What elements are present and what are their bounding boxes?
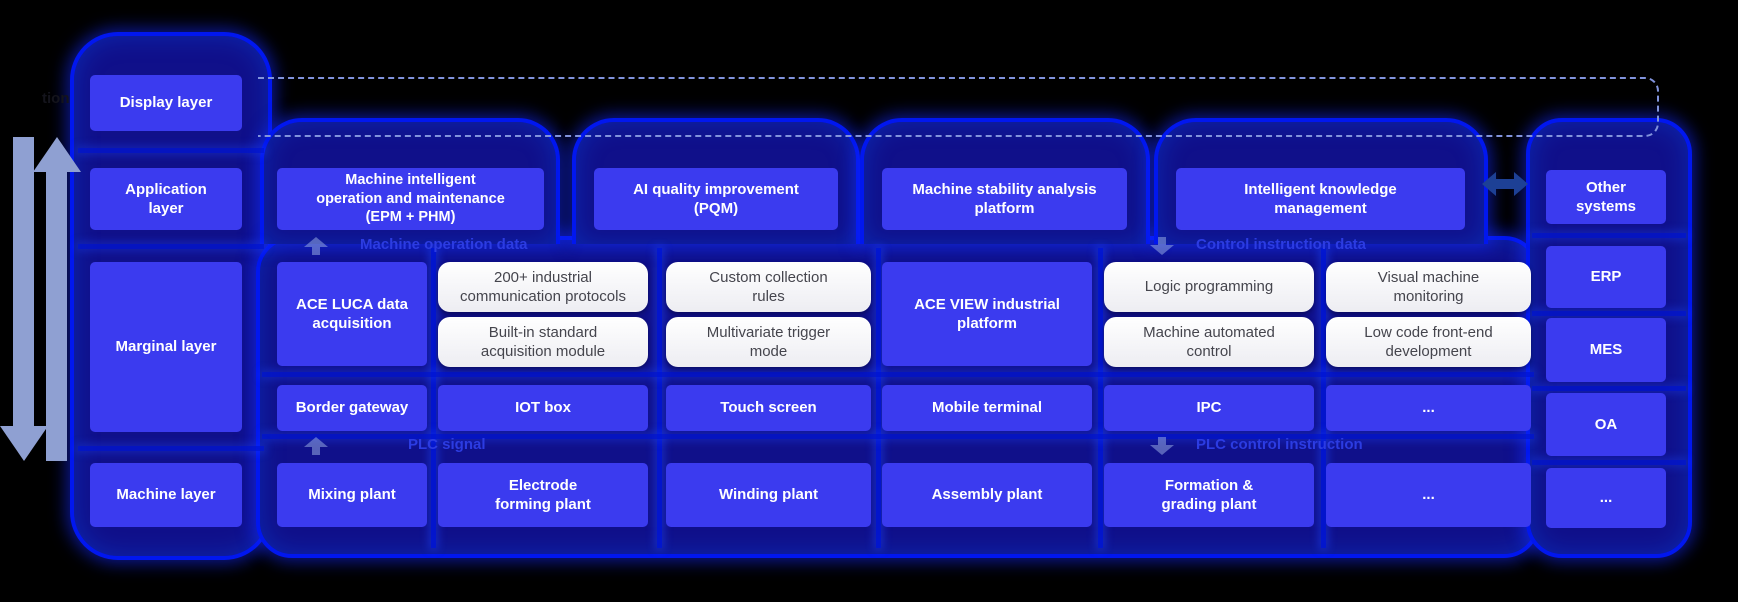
data-up-arrow (304, 237, 328, 255)
grid-divider (431, 248, 436, 548)
bidirectional-arrow (1482, 172, 1528, 196)
app-box-stability-platform: Machine stability analysis platform (882, 168, 1127, 230)
upload-arrow-head (33, 137, 81, 172)
ace-view-box: ACE VIEW industrial platform (882, 262, 1092, 366)
mes-box: MES (1546, 318, 1666, 382)
download-arrow-head (0, 426, 48, 461)
grid-divider (1321, 248, 1326, 548)
touch-screen-box: Touch screen (666, 385, 871, 431)
upload-arrow-shaft (46, 171, 67, 461)
visual-monitoring-box: Visual machine monitoring (1326, 262, 1531, 312)
arrow-left-head (1482, 172, 1496, 196)
grid-divider (78, 446, 264, 451)
app-box-knowledge-management: Intelligent knowledge management (1176, 168, 1465, 230)
grid-divider (262, 372, 1534, 377)
assembly-plant-box: Assembly plant (882, 463, 1092, 527)
grid-divider (78, 244, 264, 249)
grid-divider (1532, 311, 1686, 316)
ace-luca-box: ACE LUCA data acquisition (277, 262, 427, 366)
instruction-down-arrow (1150, 237, 1174, 255)
protocols-box: 200+ industrial communication protocols (438, 262, 648, 312)
grid-divider (262, 434, 1534, 439)
plc-up-arrow (304, 437, 328, 455)
external-more-box: ... (1546, 468, 1666, 528)
display-layer-box: Display layer (90, 75, 242, 131)
display-span-dashed-outline (258, 77, 1659, 137)
winding-plant-box: Winding plant (666, 463, 871, 527)
iot-box: IOT box (438, 385, 648, 431)
arrow-bar (1494, 179, 1516, 189)
arrow-right-head (1514, 172, 1528, 196)
mobile-terminal-box: Mobile terminal (882, 385, 1092, 431)
oa-box: OA (1546, 393, 1666, 456)
builtin-module-box: Built-in standard acquisition module (438, 317, 648, 367)
marginal-layer-box: Marginal layer (90, 262, 242, 432)
grid-divider (1532, 233, 1686, 238)
clipped-text-fragment: tion (42, 90, 70, 107)
download-arrow-shaft (13, 137, 34, 427)
electrode-plant-box: Electrode forming plant (438, 463, 648, 527)
auto-control-box: Machine automated control (1104, 317, 1314, 367)
low-code-box: Low code front-end development (1326, 317, 1531, 367)
logic-programming-box: Logic programming (1104, 262, 1314, 312)
app-box-pqm: AI quality improvement (PQM) (594, 168, 838, 230)
border-gateway-box: Border gateway (277, 385, 427, 431)
other-systems-box: Other systems (1546, 170, 1666, 224)
grid-divider (1098, 248, 1103, 548)
machine-more-box: ... (1326, 463, 1531, 527)
ipc-box: IPC (1104, 385, 1314, 431)
application-layer-box: Application layer (90, 168, 242, 230)
mixing-plant-box: Mixing plant (277, 463, 427, 527)
grid-divider (1532, 460, 1686, 465)
machine-layer-box: Machine layer (90, 463, 242, 527)
grid-divider (1532, 386, 1686, 391)
plc-down-arrow (1150, 437, 1174, 455)
plc-control-instruction-label: PLC control instruction (1196, 436, 1363, 453)
plc-signal-label: PLC signal (408, 436, 486, 453)
machine-operation-data-label: Machine operation data (360, 236, 528, 253)
erp-box: ERP (1546, 246, 1666, 308)
grid-divider (78, 148, 264, 153)
multivariate-box: Multivariate trigger mode (666, 317, 871, 367)
grid-divider (657, 248, 662, 548)
app-box-epm-phm: Machine intelligent operation and mainte… (277, 168, 544, 230)
formation-plant-box: Formation & grading plant (1104, 463, 1314, 527)
control-instruction-data-label: Control instruction data (1196, 236, 1366, 253)
grid-divider (876, 248, 881, 548)
device-more-box: ... (1326, 385, 1531, 431)
custom-rules-box: Custom collection rules (666, 262, 871, 312)
